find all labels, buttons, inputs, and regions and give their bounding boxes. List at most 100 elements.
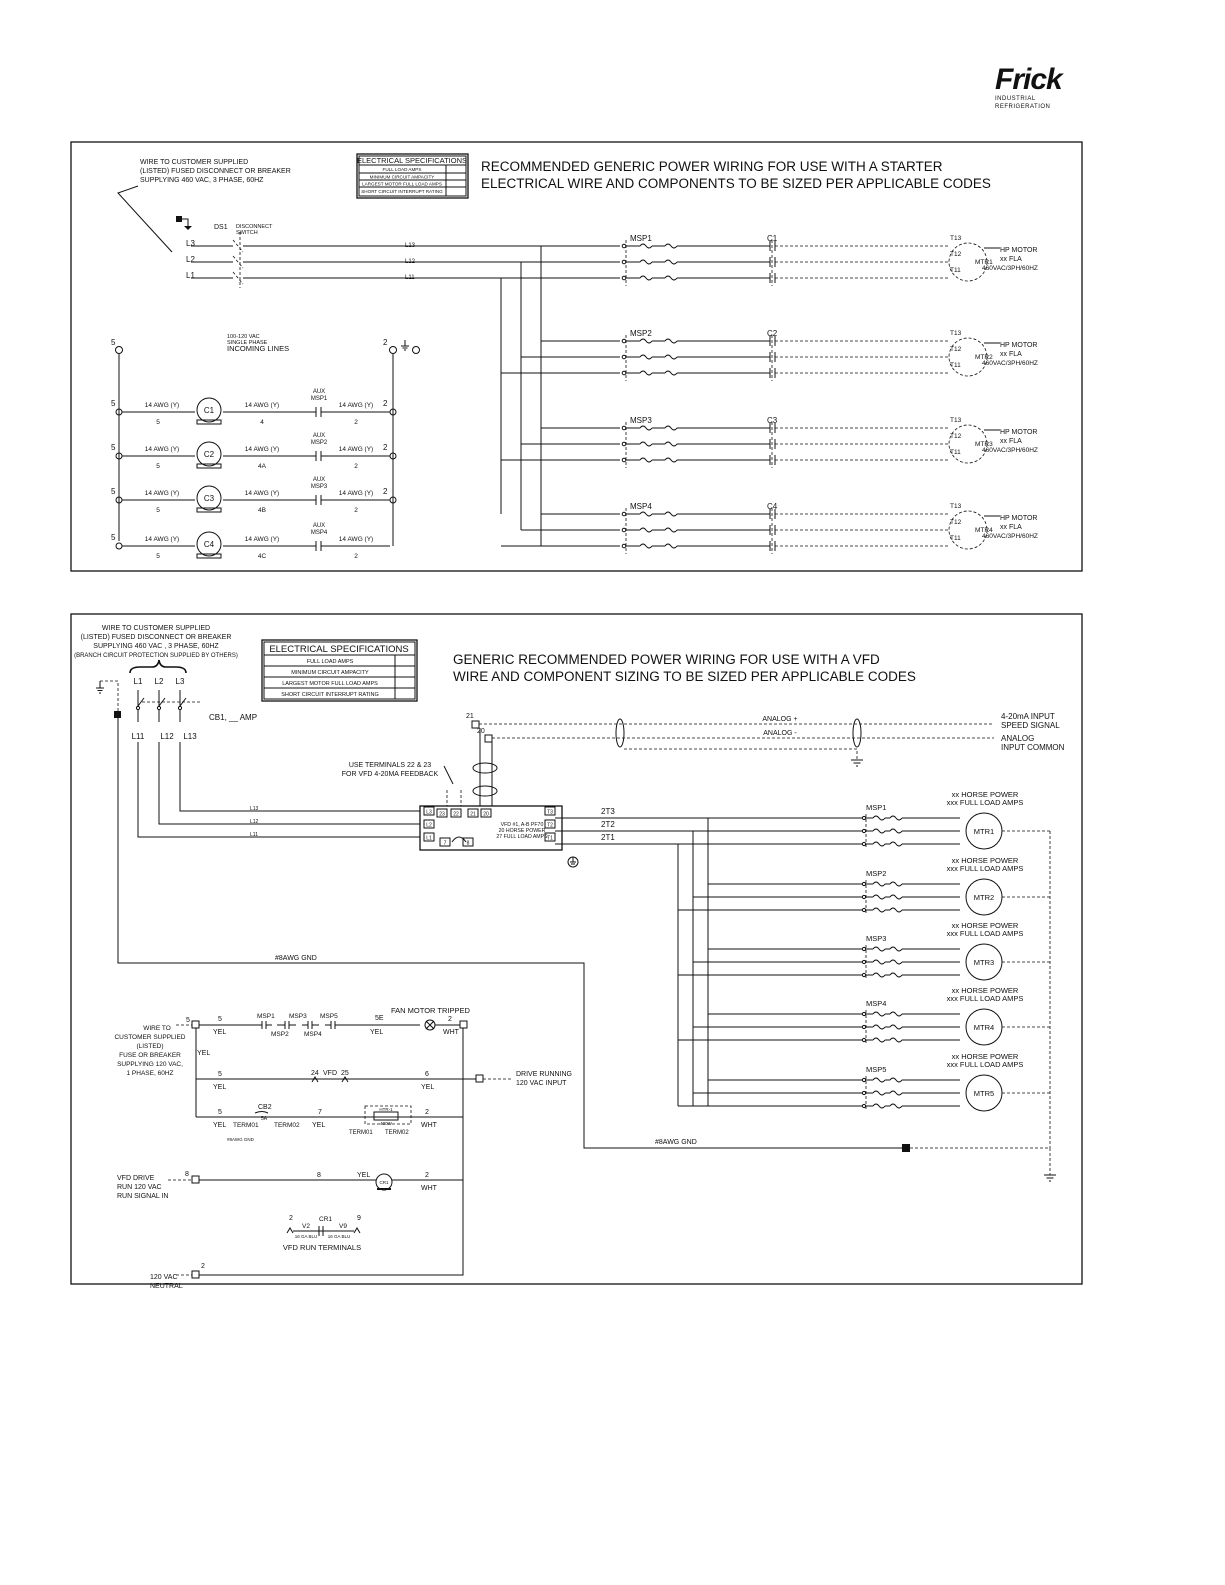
vfd-spec-header: ELECTRICAL SPECIFICATIONS (269, 644, 408, 655)
breaker-cb2-icon (254, 1111, 269, 1114)
terminal-label: T12 (950, 433, 962, 440)
brand-tagline: INDUSTRIAL REFRIGERATION (995, 96, 1051, 110)
feedback-note: FOR VFD 4-20MA FEEDBACK (342, 771, 439, 778)
starter-spec-table: ELECTRICAL SPECIFICATIONS FULL LOAD AMPS… (356, 153, 469, 199)
wire-number: 5 (156, 419, 160, 426)
run-terminals-label: VFD RUN TERMINALS (283, 1243, 361, 1252)
msp-chain-label: MSP3 (289, 1013, 307, 1020)
run-terminal-number: 9 (357, 1215, 361, 1222)
run-signal-label: VFD DRIVE (117, 1175, 155, 1182)
wire-number: 2 (354, 419, 358, 426)
analog-input-label: SPEED SIGNAL (1001, 721, 1060, 730)
overload-element (866, 815, 960, 821)
drive-input-terminal (423, 832, 435, 842)
aux-label: MSP1 (311, 396, 328, 402)
coil-base-icon (196, 419, 222, 425)
line-wire-tag: L12 (250, 819, 259, 825)
motor-rating: xxx FULL LOAD AMPS (947, 864, 1024, 873)
vfd-control-ladder: WIRE TO CUSTOMER SUPPLIED (LISTED) FUSE … (114, 1006, 572, 1290)
motor-rating: 460VAC/3PH/60HZ (982, 265, 1038, 272)
line-label: L3 (186, 239, 195, 248)
motor-rating: xxx FULL LOAD AMPS (947, 994, 1024, 1003)
rung-terminal: 2 (383, 487, 388, 496)
wire-color: YEL (213, 1084, 226, 1091)
disconnect-label: SWITCH (236, 230, 258, 236)
overload-element (626, 259, 770, 265)
msp-pole-icon (861, 1011, 867, 1017)
shield-icon (472, 762, 498, 774)
terminal-label: T12 (950, 346, 962, 353)
overload-element (626, 370, 770, 376)
drive-terminal-label: 22 (453, 812, 459, 818)
coil-icon (196, 441, 222, 467)
msp-pole-icon (861, 1077, 867, 1083)
line-label: L2 (186, 255, 195, 264)
terminal-label: T12 (950, 251, 962, 258)
vfd-note-line: (BRANCH CIRCUIT PROTECTION SUPPLIED BY O… (74, 653, 238, 659)
aux-label: MSP4 (311, 530, 328, 536)
vfd-line-label: L3 (176, 677, 185, 686)
overload-element (626, 354, 770, 360)
analog-minus-label: ANALOG - (763, 730, 797, 737)
msp-label: MSP5 (866, 1065, 886, 1074)
coil-label: C1 (204, 406, 215, 415)
terminal-label: T12 (950, 519, 962, 526)
drive-terminal-label: L1 (426, 836, 432, 842)
rung-number: 7 (318, 1109, 322, 1116)
vfd-line-wire-label: L13 (183, 732, 197, 741)
overload-element (866, 1090, 960, 1096)
motor-rating: xx HORSE POWER (952, 790, 1019, 799)
run-terminal-number: V2 (302, 1223, 310, 1230)
overload-element (866, 972, 960, 978)
drive-input-terminal (423, 819, 435, 829)
ground-wire-path (117, 718, 904, 1149)
starter-spec-row: SHORT CIRCUIT INTERRUPT RATING (361, 189, 443, 194)
overload-element (626, 457, 770, 463)
drive-output-terminal (544, 819, 556, 829)
overload-element (866, 881, 960, 887)
drive-terminal-label: 20 (483, 812, 489, 818)
wire-gauge: 14 AWG (Y) (245, 490, 279, 497)
motor-rating: xx HORSE POWER (952, 856, 1019, 865)
disconnect-switch-icon (232, 232, 244, 288)
wire-number: 4B (258, 507, 266, 514)
drive-control-terminal (467, 808, 479, 818)
breaker-label: CB1, __ AMP (209, 713, 257, 722)
wire-gauge: 14 AWG (Y) (145, 446, 179, 453)
aux-label: MSP2 (311, 440, 328, 446)
coil-label: C3 (204, 494, 215, 503)
vfd-diagram: WIRE TO CUSTOMER SUPPLIED (LISTED) FUSED… (70, 613, 1083, 1290)
overload-element (626, 441, 770, 447)
wire-gauge: 14 AWG (Y) (245, 536, 279, 543)
motor-rating: xxx FULL LOAD AMPS (947, 1060, 1024, 1069)
breaker-cb2-label: CB2 (258, 1104, 272, 1111)
rung-number: 2 (425, 1172, 429, 1179)
control-incoming-label: 100-120 VAC (227, 334, 260, 340)
analog-common-label: ANALOG (1001, 734, 1034, 743)
rung-number: 2 (448, 1016, 452, 1023)
motor-rating: xx HORSE POWER (952, 986, 1019, 995)
shield-icon (472, 785, 498, 797)
control-source-note: CUSTOMER SUPPLIED (114, 1034, 185, 1041)
wire-number: 4C (258, 553, 267, 560)
overload-element (626, 511, 770, 517)
wire-color: YEL (213, 1029, 226, 1036)
motor-rating: xx FLA (1000, 524, 1022, 531)
coil-icon (196, 397, 222, 423)
output-label: 2T3 (601, 807, 615, 816)
aux-label: MSP3 (311, 484, 328, 490)
shield-icon (852, 718, 862, 748)
neutral-label: NEUTRAL (150, 1283, 183, 1290)
drive-terminal-label: 21 (470, 812, 476, 818)
drive-terminal-label: L3 (426, 810, 432, 816)
contactor-label: C4 (767, 502, 778, 511)
wire-gauge: 14 AWG (Y) (339, 536, 373, 543)
wire-color: WHT (421, 1185, 438, 1192)
terminal-label: TERM02 (274, 1122, 300, 1129)
overload-element (626, 338, 770, 344)
neutral-label: 120 VAC (150, 1274, 178, 1281)
msp-label: MSP3 (630, 416, 652, 425)
motor-label: MTR4 (975, 527, 993, 534)
rung-terminal: 5 (111, 399, 116, 408)
